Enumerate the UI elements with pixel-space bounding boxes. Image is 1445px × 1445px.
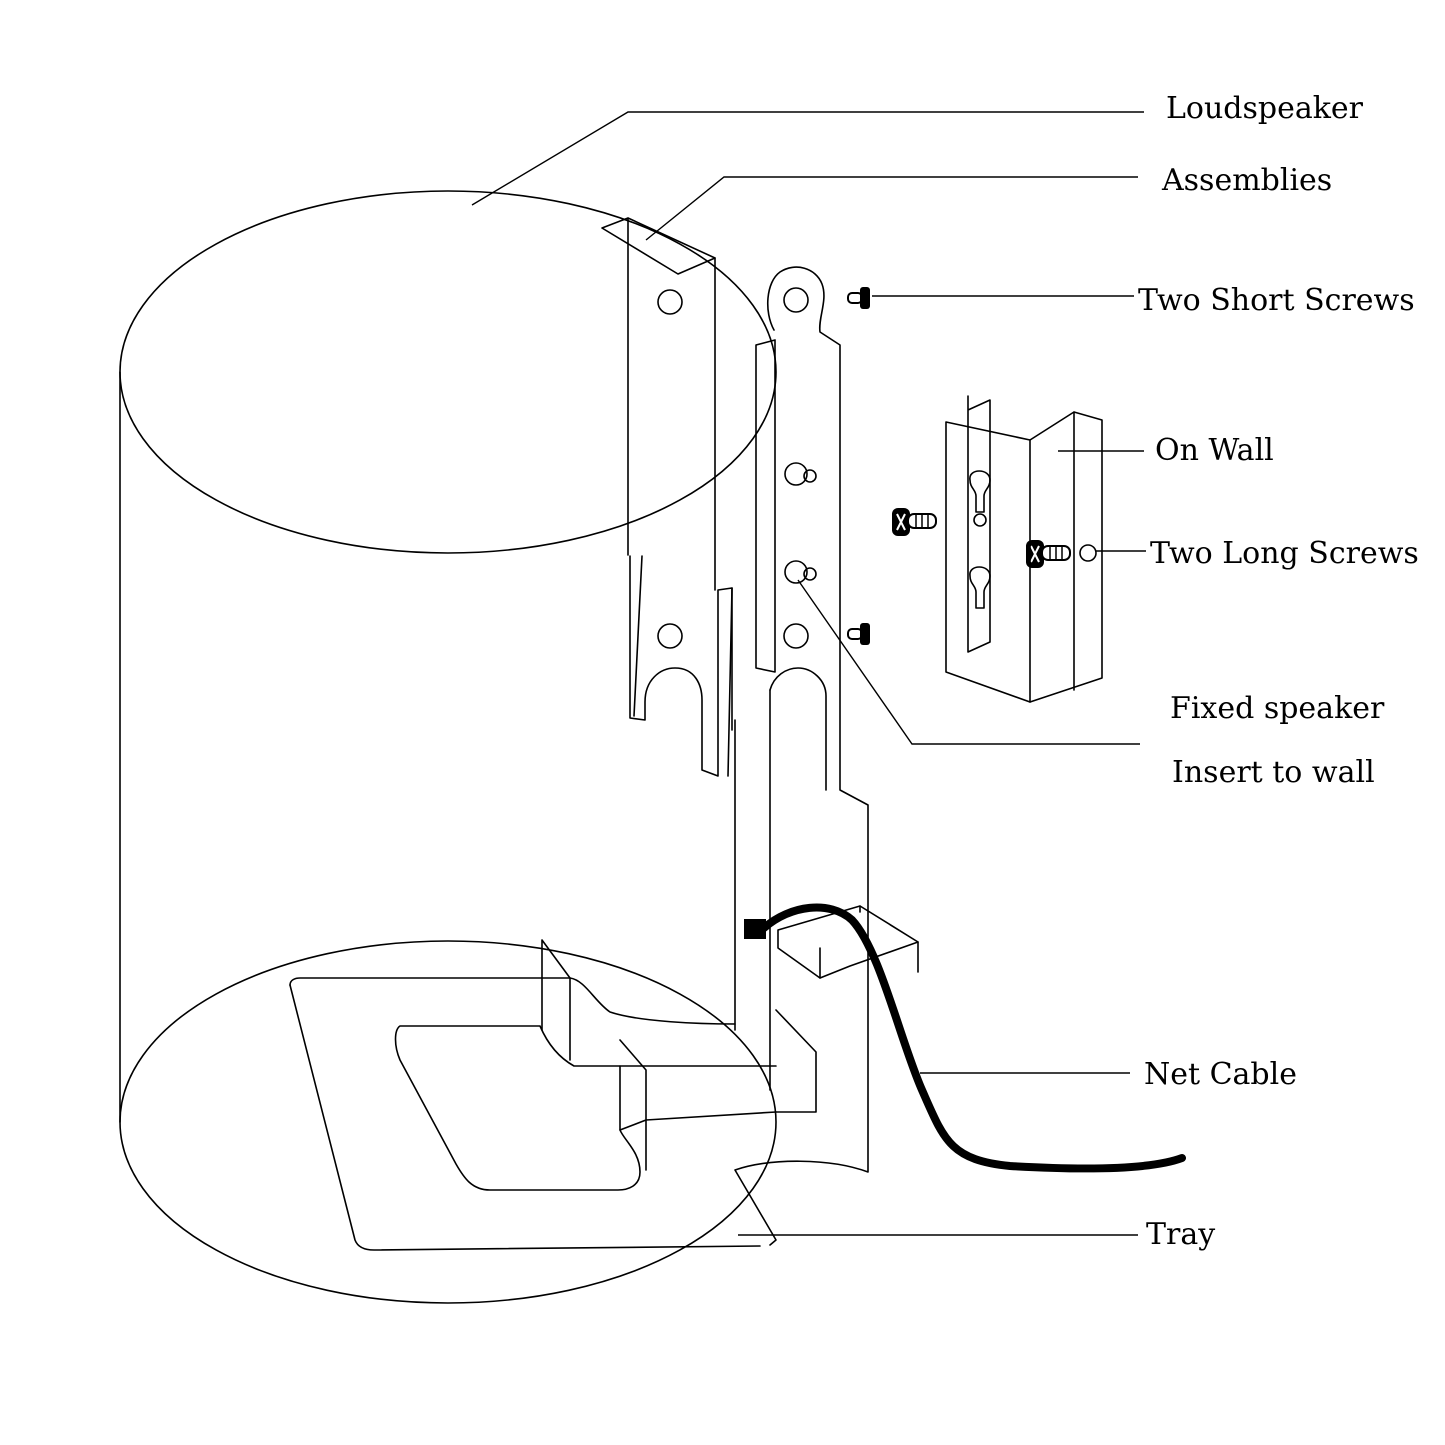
cable-clip [777,905,919,979]
leader-assemblies [645,176,1138,241]
leader-fixed-speaker [797,579,1140,745]
label-two-short-screws: Two Short Screws [1138,283,1415,318]
plate-hole-1b [803,469,817,483]
label-insert-to-wall: Insert to wall [1172,755,1375,790]
tray-outer-sides [289,984,761,1251]
tray-inner-cutout [394,1025,641,1191]
tray-flanges [541,939,777,1171]
wall-bracket-back [945,421,1031,703]
plate-slot [769,667,827,791]
bracket-fold-line [633,555,643,717]
keyhole-middle [973,513,987,527]
wall-bracket-hole [1079,544,1097,562]
keyhole-bottom [969,566,991,609]
long-screw-left [892,508,937,536]
assembly-bracket [601,217,776,777]
long-screw-right [1026,540,1071,568]
plate-hole-2b [803,567,817,581]
tray-outer-top [289,977,736,1025]
short-screw-bottom [847,623,870,645]
plate-outline [734,266,869,1246]
label-on-wall: On Wall [1155,433,1274,468]
mounting-plate [734,266,869,1246]
label-assemblies: Assemblies [1161,163,1332,198]
label-loudspeaker: Loudspeaker [1166,91,1364,126]
wall-bracket-rail [967,395,991,653]
plate-lower-bends [734,719,817,1113]
clip-box-edges [819,905,919,979]
wall-bracket-side [1029,411,1103,703]
tray [289,939,777,1251]
short-screw-top [847,287,870,309]
wall-bracket [945,395,1103,703]
label-tray: Tray [1146,1217,1215,1252]
bracket-right-fold [727,587,733,777]
plate-ear-hole [783,287,809,313]
loudspeaker-cylinder [119,190,777,1304]
bracket-hole-bottom [657,623,683,649]
label-fixed-speaker: Fixed speaker [1170,691,1385,726]
keyhole-top [969,470,991,513]
leader-lines [471,111,1146,1236]
plate-hole-2 [784,560,808,584]
label-two-long-screws: Two Long Screws [1150,536,1419,571]
bracket-top-flange [601,217,716,275]
leader-loudspeaker [471,111,1144,206]
cylinder-top-ellipse [119,190,777,554]
net-cable [744,903,1186,1173]
bracket-hole-top [657,289,683,315]
bracket-face [627,217,716,591]
label-net-cable: Net Cable [1144,1057,1297,1092]
plate-hole-3 [783,623,809,649]
cable-plug [744,919,766,939]
bracket-inner-slot [755,339,776,673]
plate-hole-1 [784,462,808,486]
cable-line [760,903,1186,1173]
bracket-lower-legs [629,555,733,777]
